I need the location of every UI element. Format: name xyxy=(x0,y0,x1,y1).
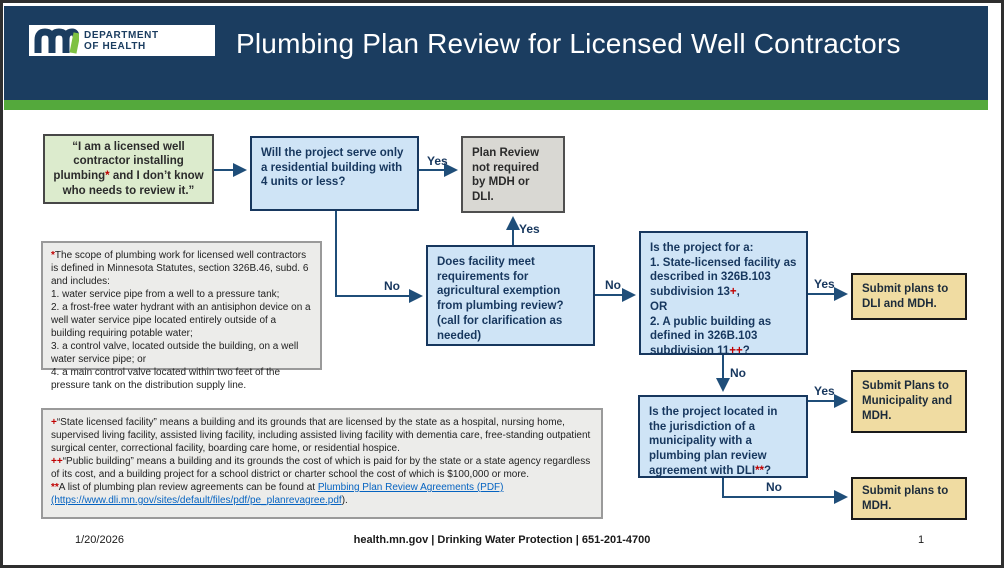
logo-dept-line2: OF HEALTH xyxy=(84,40,146,52)
flow-question-facility: Is the project for a: 1. State-licensed … xyxy=(639,231,808,357)
flow-start-box: “I am a licensed well contractor install… xyxy=(43,134,214,204)
start-text: “I am a licensed well contractor install… xyxy=(53,140,204,197)
mn-logo-icon xyxy=(34,27,79,54)
red-double-asterisk: ** xyxy=(755,464,765,477)
flow-question-municipality: Is the project located in the jurisdicti… xyxy=(638,395,808,478)
label-yes-agricultural: Yes xyxy=(519,222,540,236)
scope-item-2: 2. a frost-free water hydrant with an an… xyxy=(51,302,311,339)
scope-intro: *The scope of plumbing work for licensed… xyxy=(51,250,309,287)
red-double-plus: ++ xyxy=(729,345,743,358)
red-plus: + xyxy=(729,286,737,299)
definition-state-licensed: +“State licensed facility” means a build… xyxy=(51,417,591,454)
flow-result-no-review: Plan Review not required by MDH or DLI. xyxy=(461,136,565,213)
label-no-facility: No xyxy=(730,366,746,380)
arrow-municipality-no-to-submit-mdh xyxy=(722,478,848,504)
red-plus: + xyxy=(51,417,57,428)
red-asterisk: * xyxy=(105,170,110,182)
note-definitions: +“State licensed facility” means a build… xyxy=(41,408,603,519)
facility-item1: 1. State-licensed facility as described … xyxy=(650,256,797,299)
definition-public-building: ++“Public building” means a building and… xyxy=(51,456,591,480)
mdh-logo: DEPARTMENT OF HEALTH xyxy=(29,25,215,56)
page-title: Plumbing Plan Review for Licensed Well C… xyxy=(236,28,901,59)
flow-question-agricultural: Does facility meet requirements for agri… xyxy=(426,245,595,346)
facility-item2: 2. A public building as defined in 326B.… xyxy=(650,315,772,358)
logo-dept-line1: DEPARTMENT xyxy=(84,29,159,41)
question-text: Is the project located in the jurisdicti… xyxy=(649,406,778,477)
question-text: Will the project serve only a residentia… xyxy=(261,147,404,189)
label-no-agricultural: No xyxy=(605,278,621,292)
result-text: Plan Review not required by MDH or DLI. xyxy=(472,147,540,204)
plan-review-agreements-url-link[interactable]: (https://www.dli.mn.gov/sites/default/fi… xyxy=(51,495,342,506)
plan-review-agreements-link[interactable]: Plumbing Plan Review Agreements (PDF) xyxy=(317,482,504,493)
red-asterisk: * xyxy=(51,250,55,261)
scope-item-1: 1. water service pipe from a well to a p… xyxy=(51,289,280,300)
arrow-residential-no-to-agricultural xyxy=(335,211,423,303)
label-yes-residential: Yes xyxy=(427,154,448,168)
footer-page-number: 1 xyxy=(918,534,925,546)
label-yes-facility: Yes xyxy=(814,277,835,291)
red-double-plus: ++ xyxy=(51,456,63,467)
footer: 1/20/2026 health.mn.gov | Drinking Water… xyxy=(3,532,1001,556)
result-text: Submit plans to DLI and MDH. xyxy=(862,282,949,310)
question-text: Does facility meet requirements for agri… xyxy=(437,256,564,342)
label-no-residential: No xyxy=(384,279,400,293)
definition-agreements: **A list of plumbing plan review agreeme… xyxy=(51,482,504,506)
result-text: Submit Plans to Municipality and MDH. xyxy=(862,380,953,422)
flow-result-submit-dli-mdh: Submit plans to DLI and MDH. xyxy=(851,273,967,320)
scope-item-3: 3. a control valve, located outside the … xyxy=(51,341,299,365)
note-scope-of-work: *The scope of plumbing work for licensed… xyxy=(41,241,322,391)
footer-date: 1/20/2026 xyxy=(75,534,124,546)
footer-center-text: health.mn.gov | Drinking Water Protectio… xyxy=(353,534,651,546)
label-no-municipality: No xyxy=(766,480,782,494)
scope-item-4: 4. a main control valve located within t… xyxy=(51,367,281,391)
red-double-asterisk: ** xyxy=(51,482,59,493)
flow-result-submit-municipality: Submit Plans to Municipality and MDH. xyxy=(851,370,967,433)
header-bar: DEPARTMENT OF HEALTH Plumbing Plan Revie… xyxy=(4,6,988,100)
flow-result-submit-mdh: Submit plans to MDH. xyxy=(851,477,967,520)
label-yes-municipality: Yes xyxy=(814,384,835,398)
green-accent-bar xyxy=(4,100,988,110)
facility-intro: Is the project for a: xyxy=(650,242,754,254)
facility-or: OR xyxy=(650,300,668,313)
logo-dept-text: DEPARTMENT OF HEALTH xyxy=(84,30,159,52)
flow-question-residential: Will the project serve only a residentia… xyxy=(250,136,419,211)
result-text: Submit plans to MDH. xyxy=(862,484,949,512)
